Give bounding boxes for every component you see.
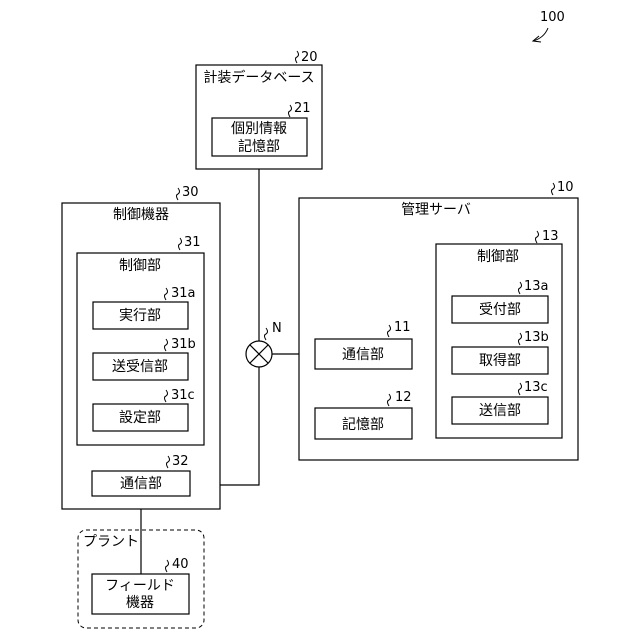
field-device-line2: 機器 bbox=[126, 595, 154, 611]
server-memory-ref-label: 12 bbox=[395, 390, 412, 405]
execute-unit-label: 実行部 bbox=[119, 308, 161, 324]
send-receive-ref-label: 31b bbox=[171, 337, 196, 352]
server-ref-leader bbox=[552, 183, 555, 195]
management-server-title: 管理サーバ bbox=[401, 202, 471, 218]
acquire-ref-label: 13b bbox=[524, 330, 549, 345]
execute-ref-label: 31a bbox=[171, 286, 196, 301]
server-ref-label: 10 bbox=[557, 180, 574, 195]
instrumentation-database-title: 計装データベース bbox=[203, 69, 314, 86]
control-device-ref-label: 30 bbox=[182, 185, 199, 200]
server-control-unit-title: 制御部 bbox=[477, 249, 519, 265]
network-ref-leader bbox=[265, 328, 268, 340]
field-device-ref-label: 40 bbox=[172, 557, 189, 572]
receive-unit-label: 受付部 bbox=[479, 302, 521, 318]
server-control-ref-label: 13 bbox=[542, 229, 559, 244]
device-comm-unit-label: 通信部 bbox=[120, 476, 162, 492]
acquire-unit-label: 取得部 bbox=[479, 352, 521, 369]
control-device-title: 制御機器 bbox=[113, 207, 169, 223]
settings-unit-label: 設定部 bbox=[119, 410, 161, 426]
server-memory-unit-label: 記憶部 bbox=[342, 416, 384, 433]
storage-ref-label: 21 bbox=[294, 101, 311, 116]
server-comm-ref-label: 11 bbox=[394, 320, 411, 335]
settings-ref-label: 31c bbox=[171, 388, 195, 403]
network-ref-label: N bbox=[272, 321, 282, 336]
server-comm-unit-label: 通信部 bbox=[342, 347, 384, 363]
send-receive-unit-label: 送受信部 bbox=[112, 359, 168, 375]
plant-title: プラント bbox=[83, 534, 139, 550]
send-ref-label: 13c bbox=[524, 380, 548, 395]
receive-ref-label: 13a bbox=[524, 279, 549, 294]
field-device-ref-leader bbox=[166, 560, 169, 572]
individual-info-storage-line2: 記憶部 bbox=[238, 138, 280, 155]
device-comm-ref-label: 32 bbox=[172, 454, 189, 469]
db-ref-leader bbox=[296, 51, 299, 63]
device-control-unit-title: 制御部 bbox=[119, 258, 161, 274]
db-ref-label: 20 bbox=[301, 50, 318, 65]
send-unit-label: 送信部 bbox=[479, 403, 521, 419]
individual-info-storage-line1: 個別情報 bbox=[231, 121, 287, 137]
system-ref-label: 100 bbox=[540, 10, 565, 25]
field-device-line1: フィールド bbox=[105, 578, 175, 594]
system-ref-arrowhead bbox=[533, 36, 541, 42]
control-device-ref-leader bbox=[177, 188, 180, 200]
device-control-ref-label: 31 bbox=[184, 235, 201, 250]
